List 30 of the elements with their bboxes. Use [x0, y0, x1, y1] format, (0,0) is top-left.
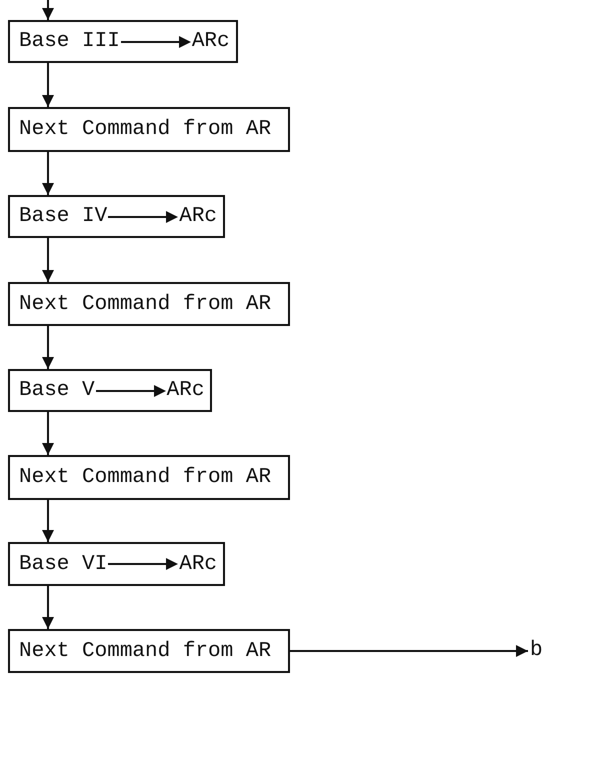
box-text: ARc	[179, 552, 218, 576]
arrow	[42, 152, 54, 195]
process-box	[8, 369, 212, 412]
box-text: Base IV	[19, 205, 108, 228]
arrow	[42, 326, 54, 369]
arrow	[42, 586, 54, 629]
box-text: Base V	[19, 379, 95, 402]
box-text: Base VI	[19, 552, 108, 576]
box-text: Next Command from AR	[19, 640, 272, 662]
arrow	[42, 238, 54, 282]
arrow	[42, 63, 54, 107]
box-text: Next Command from AR	[19, 292, 272, 316]
arrow	[42, 500, 54, 542]
process-box	[8, 542, 226, 586]
process-box	[8, 20, 238, 63]
endpoint-label: b	[530, 637, 554, 663]
box-text: ARc	[192, 30, 230, 53]
box-text: Next Command from AR	[19, 118, 272, 141]
arrow	[42, 412, 54, 455]
box-text: Base III	[19, 30, 120, 53]
process-box	[8, 107, 290, 152]
box-text: Next Command from AR	[19, 466, 272, 489]
arrow	[42, 0, 54, 20]
process-box	[8, 629, 290, 673]
process-box	[8, 282, 290, 326]
process-box	[8, 195, 226, 238]
box-text: ARc	[166, 379, 204, 402]
arrow	[290, 645, 528, 657]
process-box	[8, 455, 290, 500]
box-text: ARc	[179, 205, 218, 228]
